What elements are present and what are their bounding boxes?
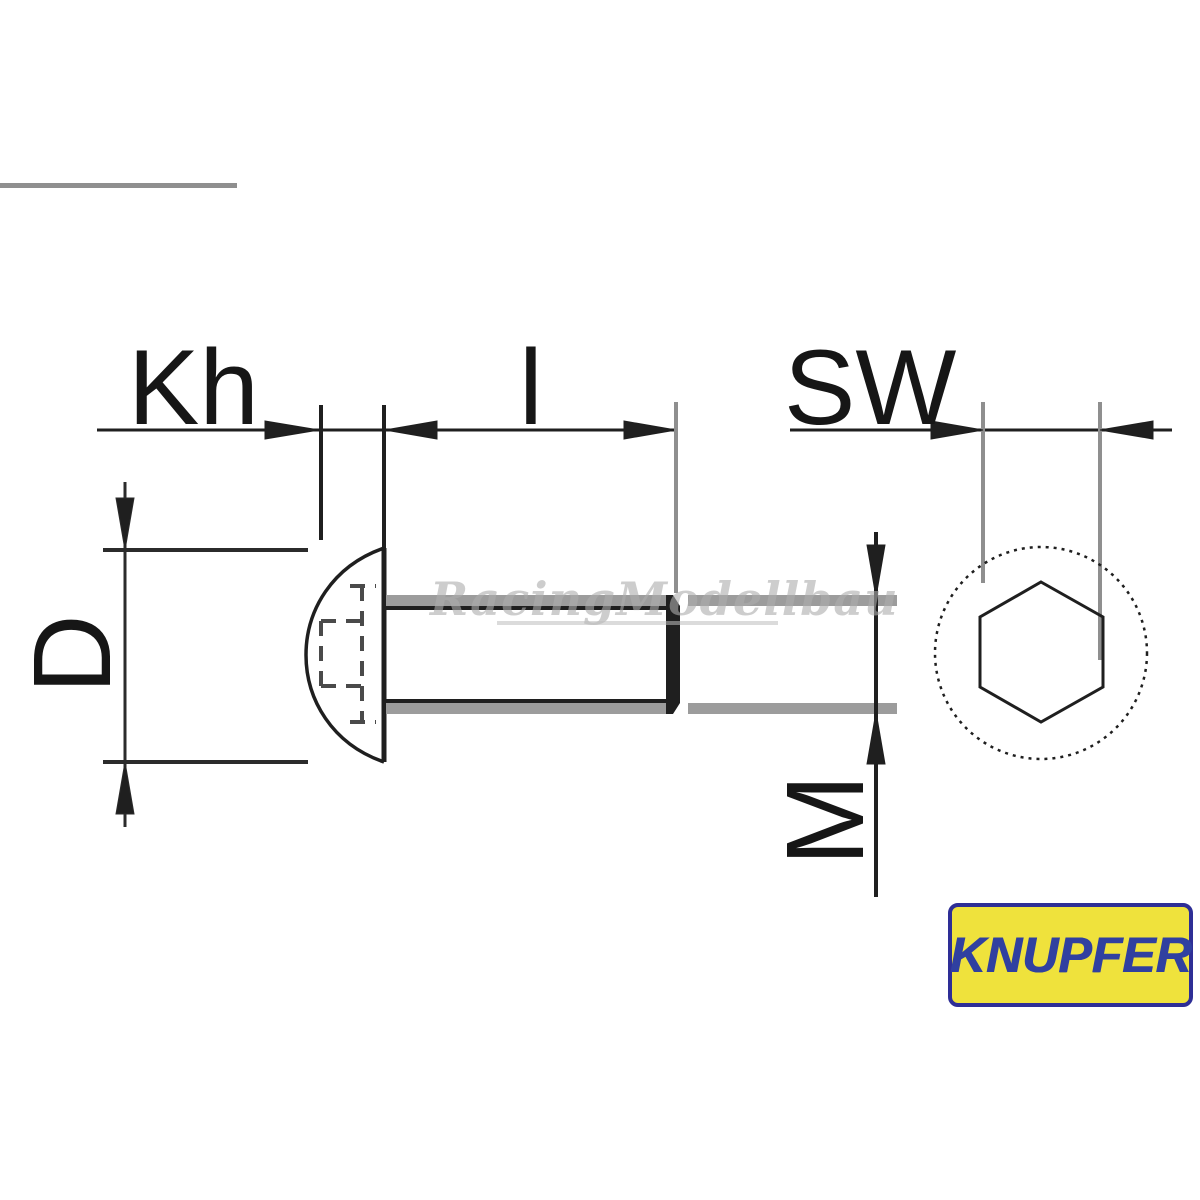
button-head-dome xyxy=(304,546,385,764)
head-outline-circle xyxy=(933,545,1149,761)
hex-socket-hidden-lines xyxy=(319,584,376,724)
extension-band-thread-bottom xyxy=(688,703,897,714)
arrow-l-right xyxy=(623,420,677,440)
extension-band-thread-top xyxy=(688,595,897,606)
label-head-diameter: D xyxy=(11,614,134,694)
arrow-sw-left xyxy=(930,420,984,440)
arrow-m-bottom xyxy=(866,711,886,765)
dimension-m xyxy=(688,532,897,897)
dimension-d xyxy=(103,482,308,827)
screw-end-view xyxy=(933,545,1149,761)
truncated-top-bar xyxy=(0,183,237,188)
arrow-kh-right-l-left xyxy=(384,420,438,440)
watermark-text: RacingModellbau xyxy=(430,572,899,626)
arrow-d-top xyxy=(115,497,135,551)
arrow-kh-left xyxy=(264,420,320,440)
vendor-logo: KNUPFER xyxy=(948,903,1193,1007)
thread-crest-top xyxy=(386,595,667,606)
thread-root-top xyxy=(386,606,670,610)
label-thread-diameter: M xyxy=(764,774,887,866)
arrow-sw-right xyxy=(1099,420,1154,440)
label-head-height: Kh xyxy=(128,327,259,447)
hex-socket-outline xyxy=(978,580,1105,724)
label-length: l xyxy=(519,327,543,447)
dimension-kh-and-l xyxy=(97,402,678,593)
arrow-d-bottom xyxy=(115,761,135,815)
thread-root-bottom xyxy=(386,699,670,703)
watermark-underline xyxy=(497,621,778,625)
label-wrench-size: SW xyxy=(784,327,957,447)
thread-crest-bottom xyxy=(386,703,667,714)
arrow-m-top xyxy=(866,544,886,598)
vendor-logo-text: KNUPFER xyxy=(949,927,1192,983)
